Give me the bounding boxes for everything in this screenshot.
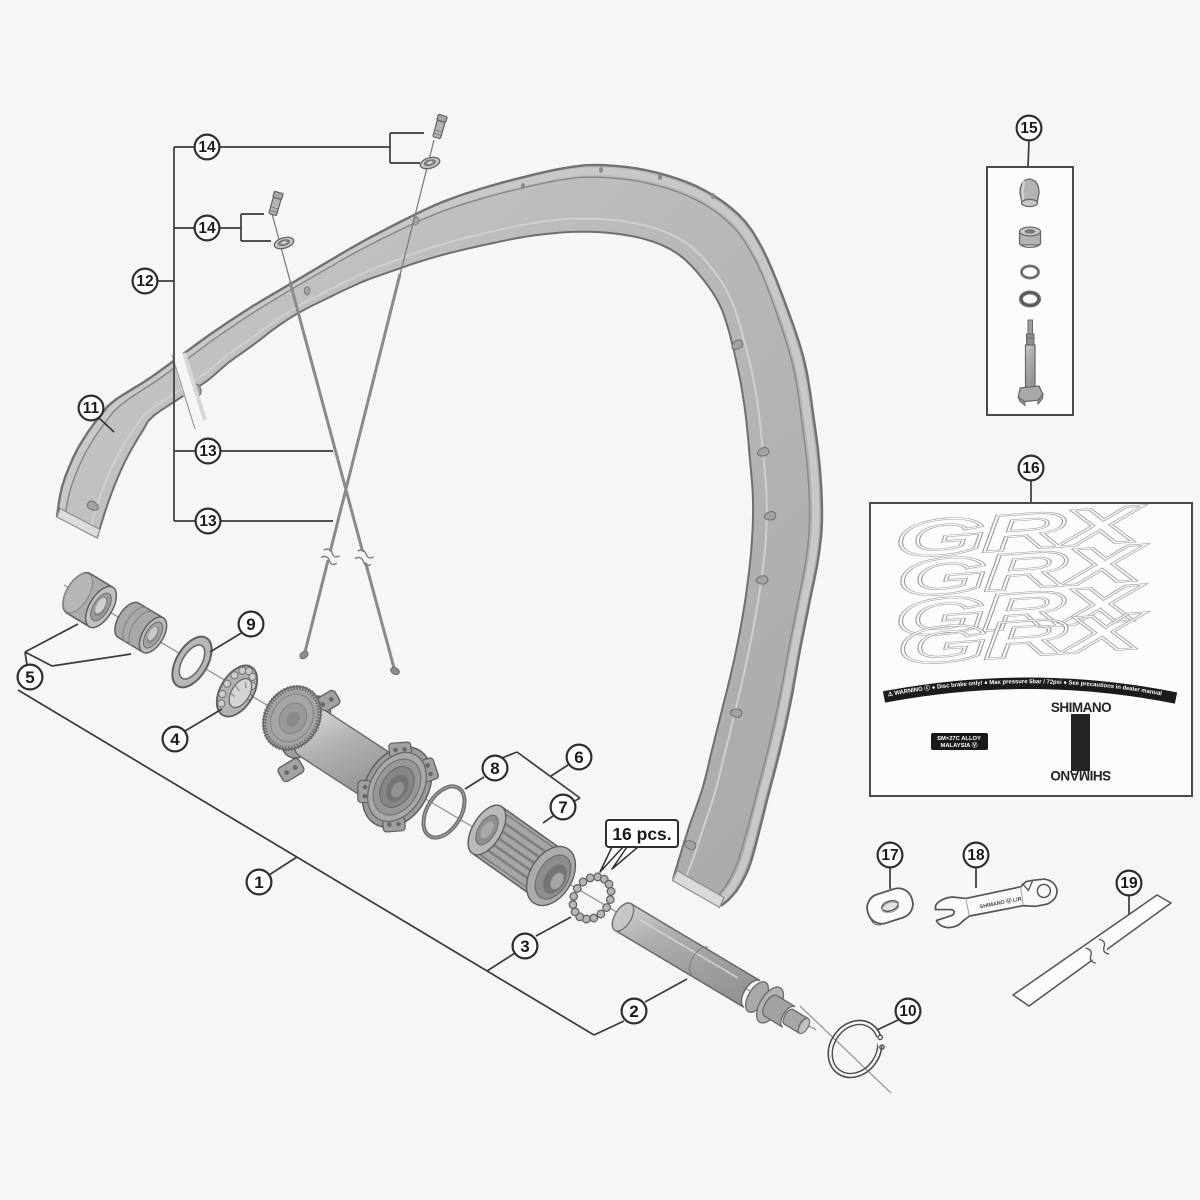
svg-text:17: 17 bbox=[881, 847, 898, 864]
svg-text:8: 8 bbox=[490, 759, 499, 778]
svg-text:2: 2 bbox=[629, 1002, 638, 1021]
svg-text:SHIMANO: SHIMANO bbox=[1051, 700, 1111, 715]
svg-text:14: 14 bbox=[198, 220, 216, 237]
svg-text:3: 3 bbox=[520, 937, 529, 956]
svg-text:19: 19 bbox=[1120, 875, 1138, 892]
svg-text:12: 12 bbox=[136, 273, 153, 290]
svg-text:15: 15 bbox=[1020, 120, 1038, 137]
svg-text:14: 14 bbox=[198, 139, 216, 156]
svg-text:SM=27C ALLOY: SM=27C ALLOY bbox=[937, 736, 981, 742]
svg-text:13: 13 bbox=[199, 513, 217, 530]
svg-text:16 pcs.: 16 pcs. bbox=[612, 824, 671, 844]
svg-text:6: 6 bbox=[574, 748, 583, 767]
svg-text:9: 9 bbox=[246, 615, 255, 634]
svg-text:11: 11 bbox=[83, 400, 100, 417]
svg-text:18: 18 bbox=[967, 847, 985, 864]
svg-text:16: 16 bbox=[1022, 460, 1040, 477]
svg-text:1: 1 bbox=[254, 873, 263, 892]
svg-text:SHIMANO: SHIMANO bbox=[1051, 768, 1111, 783]
svg-text:MALAYSIA Ⓥ: MALAYSIA Ⓥ bbox=[941, 741, 978, 749]
svg-text:5: 5 bbox=[25, 668, 34, 687]
svg-text:7: 7 bbox=[558, 798, 567, 817]
svg-text:13: 13 bbox=[199, 443, 217, 460]
svg-text:10: 10 bbox=[899, 1003, 916, 1020]
svg-text:4: 4 bbox=[170, 730, 180, 749]
